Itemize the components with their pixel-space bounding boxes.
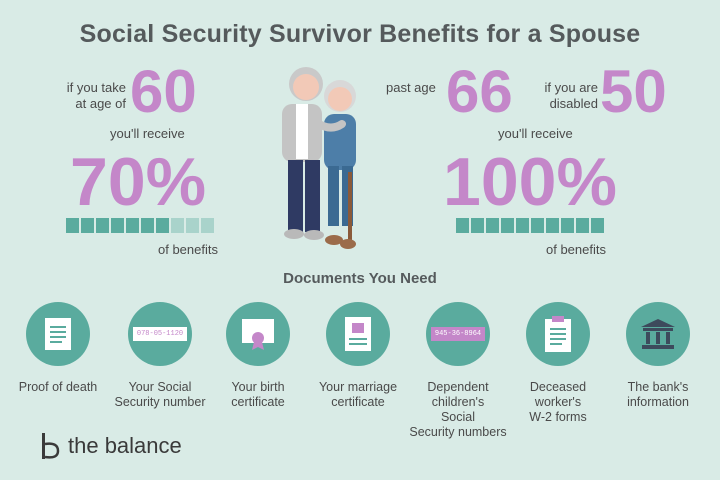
disabled-condition: if you are disabled (544, 80, 598, 111)
document-label-line: Your marriage (318, 380, 398, 394)
ss-card-icon: 078-05-1120 (132, 327, 188, 341)
ss-card-badge: 945-36-8964 (426, 302, 490, 366)
left-benefits-label: of benefits (158, 242, 218, 257)
marriage-certificate-icon (342, 315, 374, 353)
bar-segment (186, 218, 199, 233)
bar-segment (576, 218, 589, 233)
age-50-value: 50 (600, 58, 667, 125)
bar-segment (516, 218, 529, 233)
bar-segment (531, 218, 544, 233)
document-label-line: Security numbers (409, 425, 507, 439)
card-number: 945-36-8964 (430, 327, 486, 341)
bar-segment (81, 218, 94, 233)
left-percent: 70% (70, 144, 207, 220)
balance-logo-icon (42, 433, 60, 459)
document-label-line: Proof of death (18, 380, 98, 394)
document-label-line: Dependent (427, 380, 489, 394)
document-label-line: W-2 forms (529, 410, 587, 424)
left-receive-label: you'll receive (110, 126, 185, 141)
right-progress-bar (456, 218, 604, 233)
ss-card-badge: 078-05-1120 (128, 302, 192, 366)
birth-certificate-icon (238, 316, 278, 352)
bar-segment (96, 218, 109, 233)
document-label-line: children's (431, 395, 485, 409)
right-benefits-label: of benefits (546, 242, 606, 257)
bar-segment (141, 218, 154, 233)
document-label-line: Your Social (128, 380, 192, 394)
bar-segment (111, 218, 124, 233)
document-label-line: The bank's (627, 380, 689, 394)
bar-segment (471, 218, 484, 233)
bar-segment (591, 218, 604, 233)
document-label-line: Your birth (231, 380, 285, 394)
past-age-label: past age (386, 80, 436, 95)
document-label-line: Security number (114, 395, 206, 409)
bar-segment (561, 218, 574, 233)
bar-segment (486, 218, 499, 233)
ss-card-icon: 945-36-8964 (430, 327, 486, 341)
bank-badge (626, 302, 690, 366)
document-label: Proof of death (3, 380, 113, 395)
documents-heading: Documents You Need (283, 270, 437, 287)
bar-segment (171, 218, 184, 233)
bar-segment (156, 218, 169, 233)
document-label-line: Social (440, 410, 476, 424)
document-label-line: certificate (331, 395, 385, 409)
document-label-line: information (627, 395, 689, 409)
clipboard-icon (543, 314, 573, 354)
right-percent: 100% (443, 144, 617, 220)
document-label-line: Deceased (529, 380, 587, 394)
bar-segment (546, 218, 559, 233)
bank-icon (639, 317, 677, 351)
brand-name: the balance (68, 433, 182, 458)
document-label-line: certificate (231, 395, 285, 409)
age-60-condition: if you take at age of (66, 80, 126, 111)
document-label-line: worker's (534, 395, 582, 409)
age-66-value: 66 (446, 58, 513, 125)
left-progress-bar (66, 218, 214, 233)
paper-document-badge (26, 302, 90, 366)
bar-segment (201, 218, 214, 233)
bar-segment (66, 218, 79, 233)
marriage-certificate-badge (326, 302, 390, 366)
bar-segment (456, 218, 469, 233)
paper-document-icon (43, 316, 73, 352)
card-number: 078-05-1120 (132, 327, 188, 341)
elderly-couple-illustration (282, 67, 356, 249)
page-title: Social Security Survivor Benefits for a … (79, 20, 641, 48)
right-receive-label: you'll receive (498, 126, 573, 141)
brand-logo: the balance (40, 432, 182, 460)
age-60-value: 60 (130, 58, 197, 125)
bar-segment (501, 218, 514, 233)
birth-certificate-badge (226, 302, 290, 366)
clipboard-badge (526, 302, 590, 366)
bar-segment (126, 218, 139, 233)
